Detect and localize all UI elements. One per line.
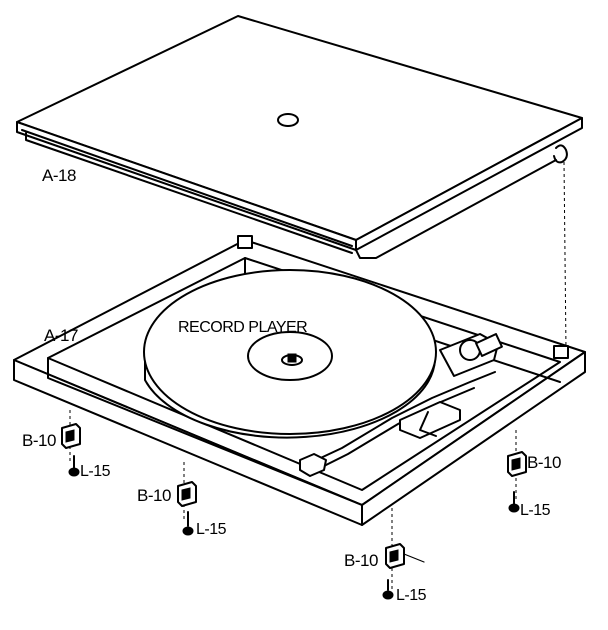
label-base: A-17 — [44, 326, 78, 345]
screw-mid — [182, 511, 194, 536]
lid-hinge — [553, 144, 568, 164]
base-hinge-post — [237, 235, 253, 249]
base-hinge-post-right — [553, 345, 569, 359]
label-product: RECORD PLAYER — [178, 319, 307, 336]
foot-bottom — [382, 508, 425, 600]
screw-right — [508, 491, 520, 513]
label-foot-mid: B-10 — [137, 486, 171, 505]
foot-right — [507, 430, 527, 513]
lid-spindle-hole — [277, 113, 299, 127]
hinge-guide-line — [563, 161, 567, 351]
label-screw-left: L-15 — [80, 463, 111, 480]
screw-bottom — [382, 579, 394, 600]
label-foot-left: B-10 — [22, 431, 56, 450]
screw-left — [68, 455, 80, 477]
foot-mid — [177, 462, 197, 536]
label-lid: A-18 — [42, 166, 76, 185]
label-screw-right: L-15 — [520, 502, 551, 519]
counterweight — [475, 333, 503, 357]
arm-rest — [399, 401, 461, 439]
turntable-platter — [143, 269, 437, 439]
headshell — [299, 453, 327, 477]
tonearm — [299, 333, 503, 477]
label-screw-bottom: L-15 — [396, 587, 427, 604]
foot-left — [61, 410, 81, 477]
label-foot-right: B-10 — [527, 453, 561, 472]
lid — [16, 15, 583, 259]
label-screw-mid: L-15 — [196, 521, 227, 538]
label-foot-bottom: B-10 — [344, 551, 378, 570]
